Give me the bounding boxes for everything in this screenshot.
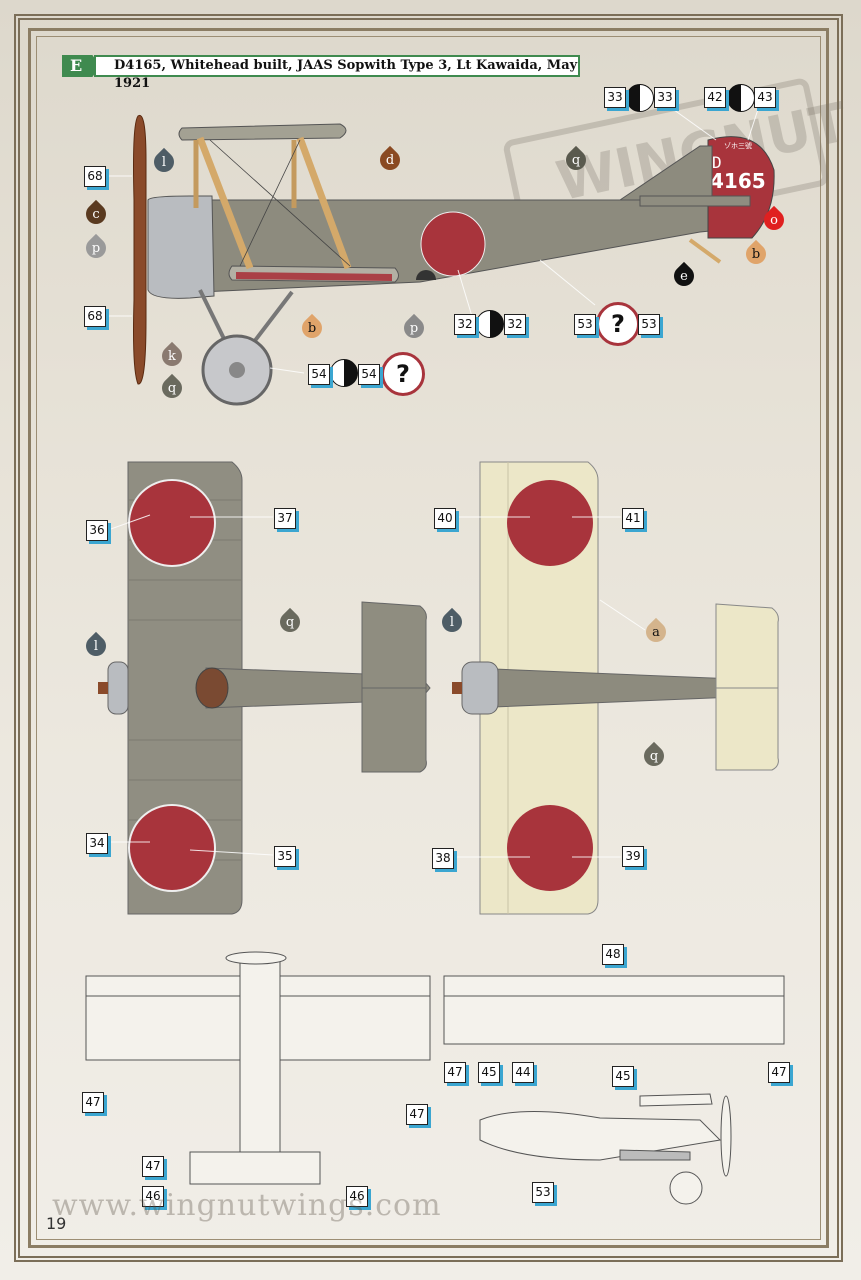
callout-38: 38: [432, 848, 454, 869]
page-frame-inner: [28, 28, 829, 1248]
paint-drop-o: o: [759, 205, 789, 235]
question-badge-side: ?: [596, 302, 640, 346]
profile-title: D4165, Whitehead built, JAAS Sopwith Typ…: [94, 55, 580, 91]
callout-44: 44: [512, 1062, 534, 1083]
callout-32-right: 32: [504, 314, 526, 335]
callout-35: 35: [274, 846, 296, 867]
callout-40: 40: [434, 508, 456, 529]
profile-letter-badge: E: [62, 55, 100, 77]
paint-drop-k: k: [157, 341, 187, 371]
callout-47-tail: 47: [142, 1156, 164, 1177]
yin-yang-icon-42: [727, 84, 755, 112]
paint-drop-l-bottom: l: [437, 607, 467, 637]
yin-yang-icon-54: [330, 359, 358, 387]
paint-drop-b-tail: b: [741, 239, 771, 269]
paint-drop-b-strut: b: [297, 313, 327, 343]
callout-32-left: 32: [454, 314, 476, 335]
callout-68-upper: 68: [84, 166, 106, 187]
callout-33-right: 33: [654, 87, 676, 108]
rudder-serial: 4165: [710, 169, 766, 193]
callout-47-right: 47: [768, 1062, 790, 1083]
callout-42: 42: [704, 87, 726, 108]
callout-33-left: 33: [604, 87, 626, 108]
callout-43: 43: [754, 87, 776, 108]
callout-53-lower: 53: [532, 1182, 554, 1203]
page-number: 19: [46, 1214, 67, 1233]
question-badge-wheel: ?: [381, 352, 425, 396]
callout-39: 39: [622, 846, 644, 867]
callout-47-center: 47: [406, 1104, 428, 1125]
yin-yang-icon-33: [626, 84, 654, 112]
callout-54-left: 54: [308, 364, 330, 385]
callout-48: 48: [602, 944, 624, 965]
yin-yang-icon-32: [476, 310, 504, 338]
top-view: [98, 461, 431, 915]
callout-46-right: 46: [346, 1186, 368, 1207]
bottom-view: [452, 461, 779, 915]
callout-47-left: 47: [82, 1092, 104, 1113]
page-frame-inner-line: [36, 36, 821, 1240]
callout-68-lower: 68: [84, 306, 106, 327]
callout-54-right: 54: [358, 364, 380, 385]
paint-drop-a: a: [641, 617, 671, 647]
paint-drop-q-top: q: [275, 607, 305, 637]
paint-drop-e: e: [669, 261, 699, 291]
callout-46-left: 46: [142, 1186, 164, 1207]
paint-drop-d: d: [375, 145, 405, 175]
paint-drop-l-side: l: [149, 147, 179, 177]
rudder-letter: D: [712, 153, 722, 172]
paint-drop-q-fuselage: q: [561, 145, 591, 175]
paint-drop-p-prop: p: [81, 233, 111, 263]
paint-drop-l-top: l: [81, 631, 111, 661]
rudder-kana: ゾホ三號: [724, 141, 752, 150]
callout-47-mid: 47: [444, 1062, 466, 1083]
line-drawings: [85, 951, 785, 1205]
callout-45-left: 45: [478, 1062, 500, 1083]
page-frame-outer: [14, 14, 843, 1262]
callout-36: 36: [86, 520, 108, 541]
callout-53-left: 53: [574, 314, 596, 335]
callout-45-right: 45: [612, 1066, 634, 1087]
callout-37: 37: [274, 508, 296, 529]
paint-drop-p-side: p: [399, 313, 429, 343]
callout-53-right: 53: [638, 314, 660, 335]
leader-lines: [106, 96, 763, 858]
paint-drop-q-bottom: q: [639, 741, 669, 771]
footer-website: www.wingnutwings.com: [52, 1188, 442, 1223]
callout-34: 34: [86, 833, 108, 854]
callout-41: 41: [622, 508, 644, 529]
paint-drop-q-wheel: q: [157, 373, 187, 403]
paint-drop-c: c: [81, 199, 111, 229]
side-profile: D 4165 ゾホ三號: [133, 114, 775, 406]
